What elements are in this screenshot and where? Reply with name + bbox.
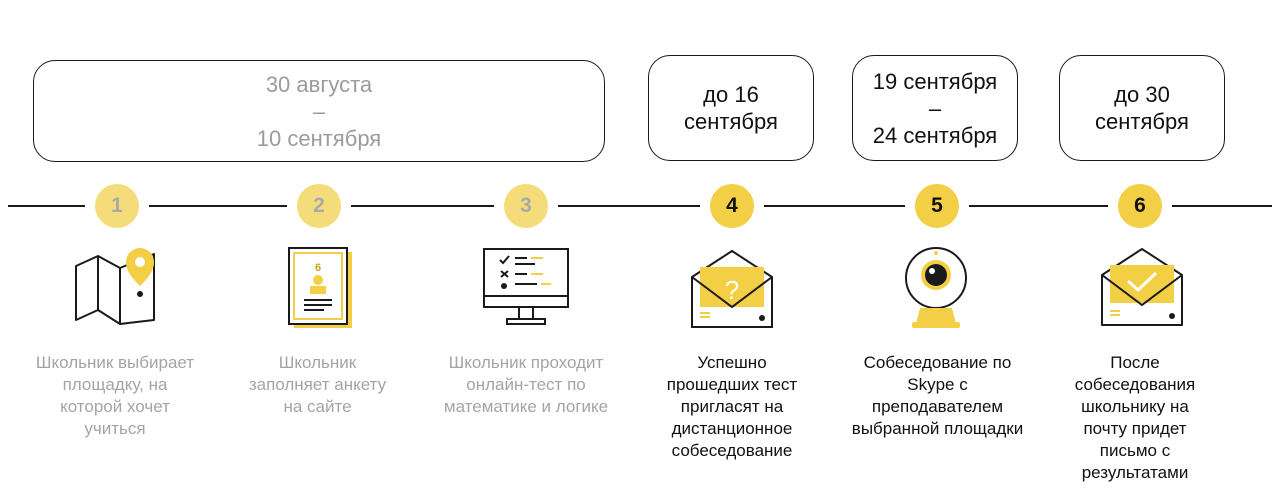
step-4-description: Успешно прошедших тест пригласят на дист… bbox=[666, 353, 798, 460]
date-box-2-line-1: до 16 bbox=[703, 82, 759, 107]
date-box-4: до 30 сентября bbox=[1059, 55, 1225, 161]
svg-text:6: 6 bbox=[315, 262, 321, 274]
step-6-badge: 6 bbox=[1118, 184, 1162, 228]
step-2-number: 2 bbox=[313, 194, 325, 217]
date-box-4-line-2: сентября bbox=[1095, 109, 1189, 134]
date-box-3-line-2: – bbox=[928, 95, 942, 121]
date-box-3-line-3: 24 сентября bbox=[872, 122, 998, 148]
step-1-description: Школьник выбирает площадку, на которой х… bbox=[35, 353, 195, 438]
step-3-number: 3 bbox=[520, 194, 532, 217]
date-box-3-line-1: 19 сентября bbox=[872, 68, 998, 94]
step-1-number: 1 bbox=[111, 194, 123, 217]
form-document-icon: 6 bbox=[288, 247, 352, 328]
envelope-check-icon bbox=[1101, 248, 1183, 326]
timeline-line bbox=[8, 205, 1272, 207]
envelope-question-icon: ? bbox=[691, 250, 773, 328]
webcam-icon bbox=[905, 247, 967, 328]
date-box-1-line-1: 30 августа bbox=[265, 71, 373, 97]
step-4-badge: 4 bbox=[710, 184, 754, 228]
monitor-checklist-icon bbox=[483, 248, 569, 325]
date-box-1-line-3: 10 сентября bbox=[256, 125, 382, 151]
date-box-2-line-2: сентября bbox=[684, 109, 778, 134]
date-box-1: 30 августа – 10 сентября bbox=[33, 60, 605, 162]
step-2-description: Школьник заполняет анкету на сайте bbox=[248, 353, 387, 416]
date-box-4-line-1: до 30 bbox=[1114, 82, 1170, 107]
date-box-1-line-2: – bbox=[312, 98, 326, 124]
date-box-2: до 16 сентября bbox=[648, 55, 814, 161]
step-5-number: 5 bbox=[931, 194, 943, 217]
step-5-badge: 5 bbox=[915, 184, 959, 228]
step-3-description: Школьник проходит онлайн-тест по математ… bbox=[443, 353, 609, 416]
step-5-description: Собеседование по Skype с преподавателем … bbox=[851, 353, 1024, 438]
step-3-badge: 3 bbox=[504, 184, 548, 228]
step-6-number: 6 bbox=[1134, 194, 1146, 217]
svg-text:?: ? bbox=[725, 275, 739, 305]
step-6-description: После собеседования школьнику на почту п… bbox=[1074, 353, 1196, 482]
date-box-3: 19 сентября – 24 сентября bbox=[852, 55, 1018, 161]
step-2-badge: 2 bbox=[297, 184, 341, 228]
map-pin-icon bbox=[75, 248, 155, 325]
step-4-number: 4 bbox=[726, 194, 738, 217]
step-1-badge: 1 bbox=[95, 184, 139, 228]
